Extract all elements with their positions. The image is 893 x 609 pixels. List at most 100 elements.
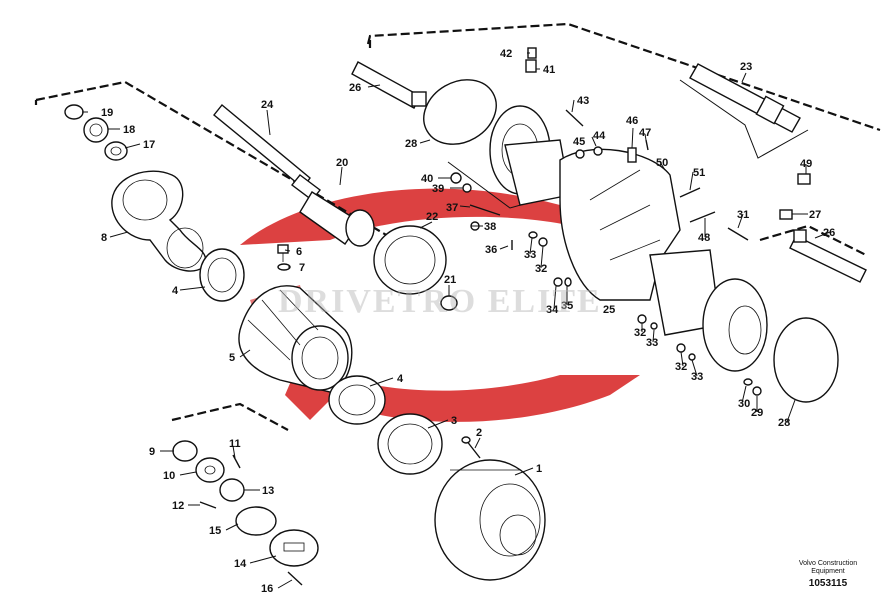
callout-33-c: 33 bbox=[691, 371, 703, 383]
callout-23: 23 bbox=[740, 61, 752, 73]
callout-3: 3 bbox=[451, 415, 457, 427]
callout-6: 6 bbox=[296, 246, 302, 258]
callout-24: 24 bbox=[261, 99, 274, 111]
part-30-washer bbox=[743, 378, 753, 386]
callout-25: 25 bbox=[603, 304, 615, 316]
part-26-shaft-left bbox=[351, 61, 427, 109]
callout-9: 9 bbox=[149, 446, 155, 458]
part-14-cover bbox=[269, 529, 319, 567]
shaft-24 bbox=[213, 104, 321, 201]
callout-labels: 19 18 17 8 4 24 20 6 7 5 22 21 4 3 2 1 9… bbox=[101, 48, 835, 595]
callout-39: 39 bbox=[432, 183, 444, 195]
callout-49: 49 bbox=[800, 158, 812, 170]
cover-group bbox=[172, 440, 319, 586]
part-46-bracket bbox=[627, 147, 637, 163]
callout-47: 47 bbox=[639, 127, 651, 139]
footer-brand-line2: Equipment bbox=[811, 568, 845, 575]
footer-brand-line1: Volvo Construction bbox=[798, 560, 858, 567]
part-31-bolt bbox=[727, 227, 749, 241]
part-15-o-ring bbox=[235, 506, 277, 536]
callout-50: 50 bbox=[656, 157, 668, 169]
part-22-ring-gear bbox=[373, 225, 447, 295]
part-2-stud bbox=[461, 436, 481, 459]
callout-5: 5 bbox=[229, 352, 235, 364]
part-27-fitting bbox=[779, 209, 793, 220]
callout-26-right: 26 bbox=[823, 227, 835, 239]
callout-14: 14 bbox=[234, 558, 247, 570]
callout-34: 34 bbox=[546, 304, 559, 316]
part-49-fitting bbox=[797, 173, 811, 185]
part-3-seal-ring bbox=[377, 413, 443, 475]
callout-30: 30 bbox=[738, 398, 750, 410]
callout-1: 1 bbox=[536, 463, 542, 475]
callout-44: 44 bbox=[593, 130, 606, 142]
part-29-bolt bbox=[752, 386, 762, 396]
part-39-washer bbox=[462, 183, 472, 193]
planetary-group bbox=[64, 104, 245, 302]
part-8-drive-shaft-gear bbox=[111, 170, 207, 272]
axle-housing bbox=[489, 105, 768, 372]
leader-lines bbox=[82, 52, 831, 589]
part-13-disc bbox=[219, 478, 245, 502]
part-6-bolt bbox=[277, 244, 289, 262]
callout-41: 41 bbox=[543, 64, 555, 76]
callout-18: 18 bbox=[123, 124, 135, 136]
callout-46: 46 bbox=[626, 115, 638, 127]
callout-32-c: 32 bbox=[675, 361, 687, 373]
part-16-screw bbox=[287, 571, 303, 586]
part-11-pin bbox=[232, 454, 241, 469]
callout-21: 21 bbox=[444, 274, 456, 286]
callout-26-left: 26 bbox=[349, 82, 361, 94]
callout-32-a: 32 bbox=[535, 263, 547, 275]
frame-shaft-23 bbox=[679, 79, 809, 159]
part-1-wheel-hub bbox=[434, 459, 546, 581]
part-18-small-gear bbox=[83, 117, 109, 143]
part-17-bearing bbox=[104, 141, 128, 161]
callout-28-right: 28 bbox=[778, 417, 790, 429]
callout-19: 19 bbox=[101, 107, 113, 119]
part-35-washer bbox=[564, 277, 572, 287]
callout-51: 51 bbox=[693, 167, 705, 179]
part-5-wheel-hub-housing bbox=[238, 285, 353, 393]
part-26-shaft-right bbox=[789, 229, 867, 283]
callout-29: 29 bbox=[751, 407, 763, 419]
callout-43: 43 bbox=[577, 95, 589, 107]
part-32-bolt-c bbox=[676, 343, 686, 353]
callout-8: 8 bbox=[101, 232, 107, 244]
callout-31: 31 bbox=[737, 209, 749, 221]
part-23-shaft bbox=[689, 63, 801, 133]
part-32-bolt-a bbox=[538, 237, 548, 247]
callout-36: 36 bbox=[485, 244, 497, 256]
part-37-pin bbox=[469, 204, 501, 216]
callout-20: 20 bbox=[336, 157, 348, 169]
footer-credit: Volvo Construction Equipment 1053115 bbox=[793, 560, 863, 589]
part-32-bolt-b bbox=[637, 314, 647, 324]
watermark-text: DRIVETRO ELITE bbox=[278, 283, 602, 320]
housing-hardware bbox=[450, 109, 762, 396]
callout-15: 15 bbox=[209, 525, 221, 537]
callout-4-lower: 4 bbox=[397, 373, 404, 385]
frame-right-shaft bbox=[759, 224, 867, 256]
callout-4-left: 4 bbox=[172, 285, 179, 297]
callout-2: 2 bbox=[476, 427, 482, 439]
callout-22: 22 bbox=[426, 211, 438, 223]
callout-12: 12 bbox=[172, 500, 184, 512]
part-44-nut bbox=[593, 146, 603, 156]
callout-16: 16 bbox=[261, 583, 273, 595]
callout-45: 45 bbox=[573, 136, 585, 148]
callout-17: 17 bbox=[143, 139, 155, 151]
part-33-washer-a bbox=[528, 231, 538, 239]
part-9-plate bbox=[172, 440, 198, 462]
callout-42: 42 bbox=[500, 48, 512, 60]
part-19-circlip bbox=[64, 104, 84, 120]
callout-33-b: 33 bbox=[646, 337, 658, 349]
part-47-pin bbox=[645, 139, 649, 151]
part-48-stud bbox=[689, 211, 716, 223]
part-43-bolt bbox=[565, 109, 584, 127]
callout-11: 11 bbox=[229, 438, 241, 450]
callout-28-top: 28 bbox=[405, 138, 417, 150]
part-12-screw bbox=[199, 501, 217, 509]
callout-10: 10 bbox=[163, 470, 175, 482]
part-41-fitting bbox=[525, 59, 537, 73]
